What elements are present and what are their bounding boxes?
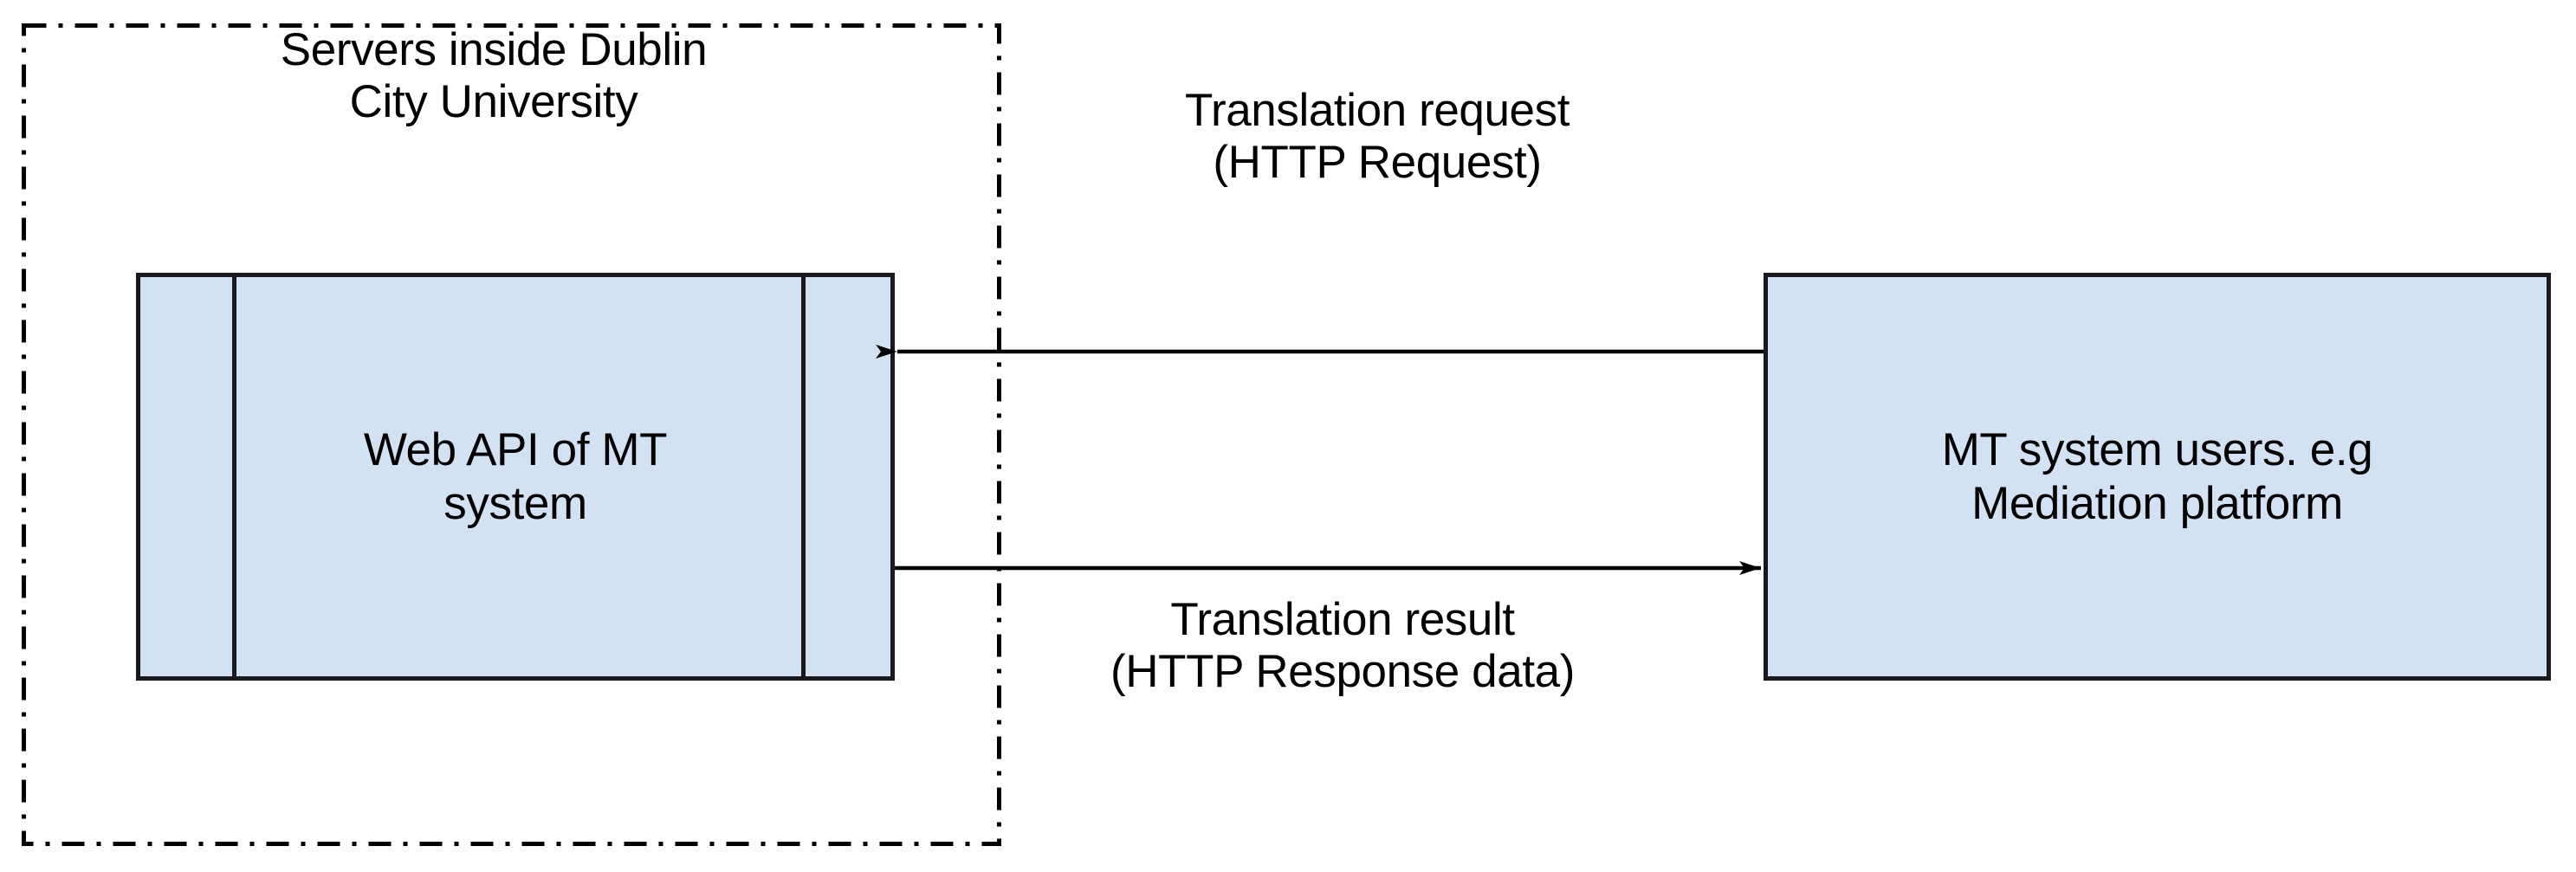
subsystem-divider-left	[232, 273, 236, 681]
trust-boundary	[22, 23, 1001, 846]
node-web-api-of-mt-system[interactable]: Web API of MT system	[136, 273, 895, 681]
node-web-api-label: Web API of MT system	[363, 424, 668, 529]
subsystem-divider-right	[801, 273, 806, 681]
edge-label-translation-request: Translation request (HTTP Request)	[1184, 85, 1570, 189]
edge-label-translation-result: Translation result (HTTP Response data)	[1110, 594, 1575, 698]
node-mt-system-users[interactable]: MT system users. e.g Mediation platform	[1764, 273, 2551, 681]
trust-boundary-title: Servers inside Dublin City University	[280, 24, 708, 128]
node-mt-system-users-label: MT system users. e.g Mediation platform	[1941, 424, 2373, 529]
trust-boundary-outline	[22, 23, 1001, 846]
